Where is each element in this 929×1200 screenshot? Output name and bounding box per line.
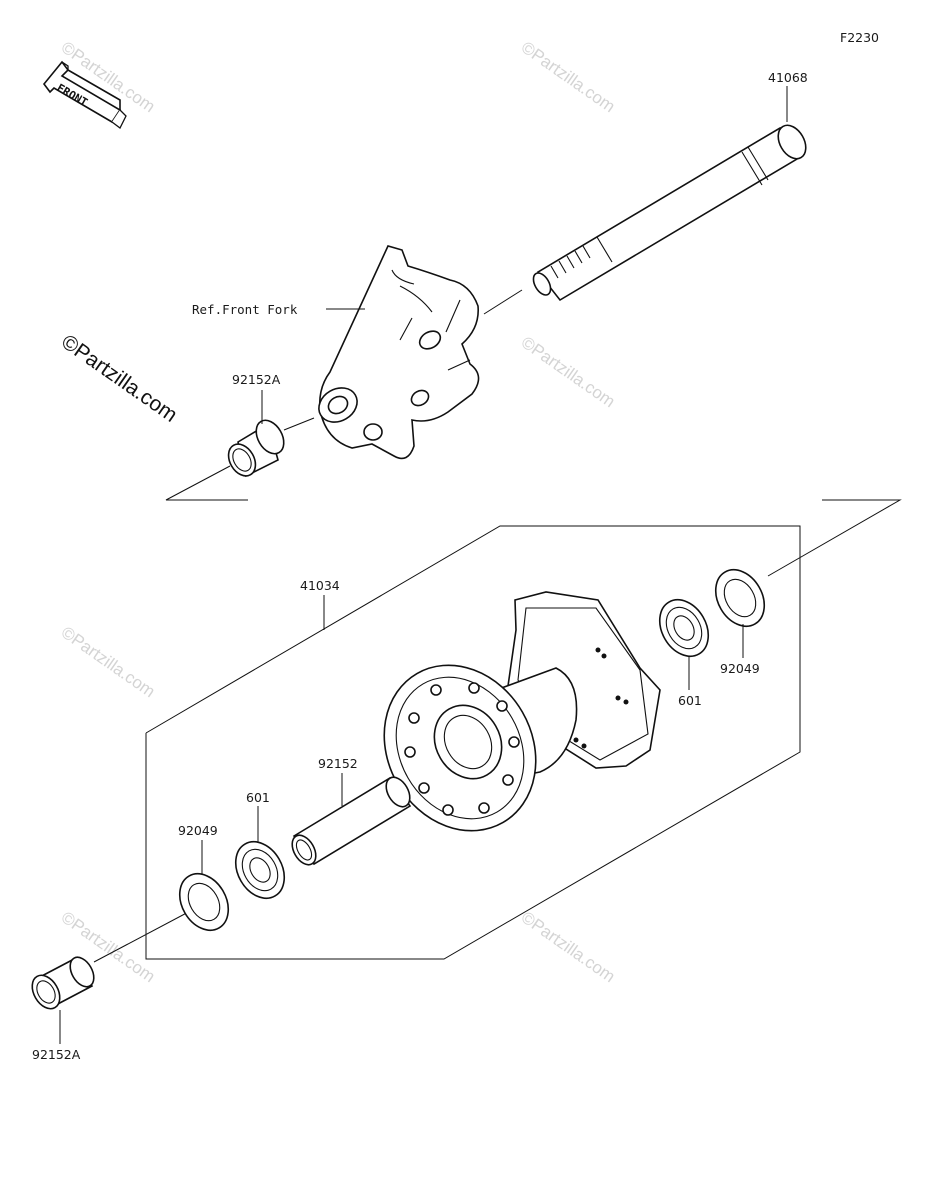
axis-line-right: [767, 499, 902, 577]
seal-right: [714, 568, 766, 628]
bearing-right: [658, 598, 710, 658]
label-bearing-left: 601: [246, 790, 270, 805]
ref-front-fork-label: Ref.Front Fork: [192, 302, 298, 317]
watermark: ©Partzilla.com: [58, 623, 159, 702]
seal-left: [178, 872, 230, 932]
label-axle: 41068: [768, 70, 808, 85]
label-seal-right: 92049: [720, 661, 760, 676]
label-hub: 41034: [300, 578, 340, 593]
collar-top: [227, 419, 285, 478]
label-collar-bottom: 92152A: [32, 1047, 81, 1062]
front-axle: [532, 124, 807, 302]
label-collar-top: 92152A: [232, 372, 281, 387]
spoke-holes: [404, 682, 520, 816]
front-fork-leg: [318, 245, 480, 460]
axis-line-top: [483, 289, 523, 315]
spacer: [291, 776, 412, 866]
axis-line-collar: [283, 417, 315, 431]
diagram-code: F2230: [840, 30, 879, 45]
bearing-left: [234, 840, 286, 900]
hub-bracket: [145, 525, 801, 960]
collar-bottom: [31, 956, 95, 1010]
wheel-hub: [383, 591, 661, 832]
label-bearing-right: 601: [678, 693, 702, 708]
watermark: ©Partzilla.com: [518, 333, 619, 412]
watermark: ©Partzilla.com: [518, 908, 619, 987]
axis-line-bottom: [93, 907, 197, 963]
label-seal-left: 92049: [178, 823, 218, 838]
watermark-logo: ©Partzilla.com: [57, 330, 181, 427]
label-spacer: 92152: [318, 756, 358, 771]
axis-line-left: [165, 465, 248, 501]
watermark: ©Partzilla.com: [518, 38, 619, 117]
